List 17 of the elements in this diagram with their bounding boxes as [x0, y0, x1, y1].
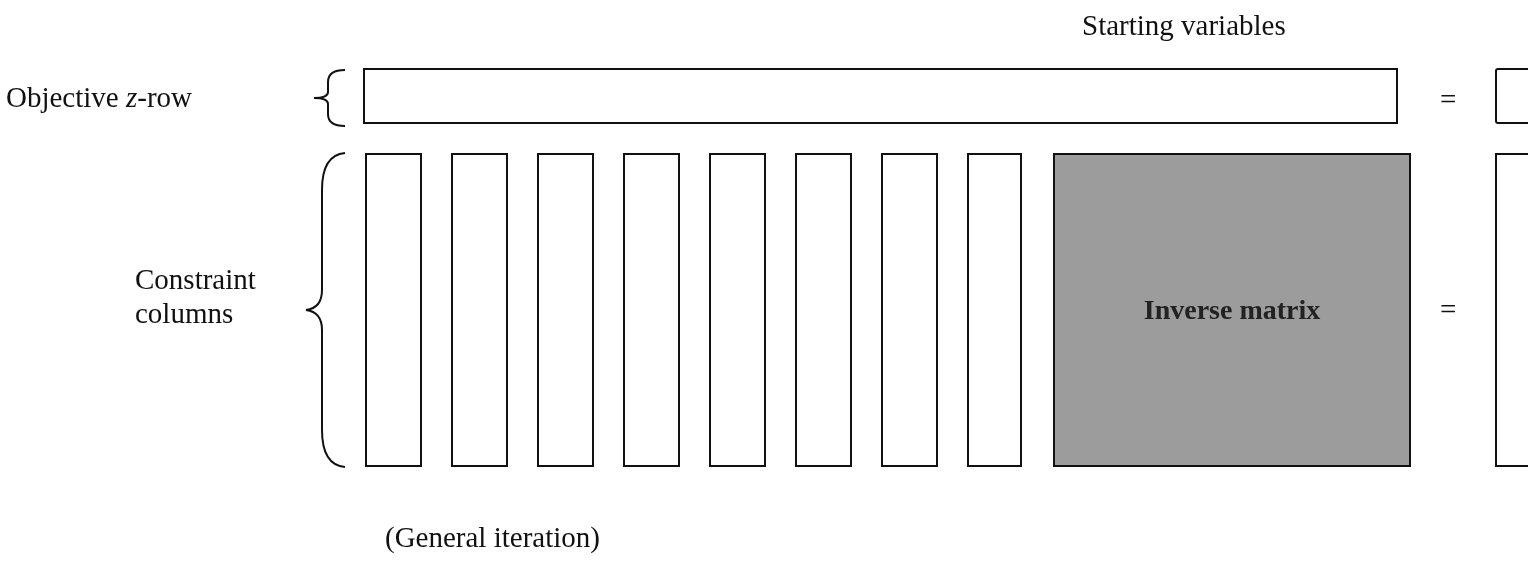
equals-sign: = [1440, 82, 1457, 116]
block-label: Inverse matrix [1143, 294, 1321, 326]
column-box [451, 153, 508, 467]
matrix-block [1053, 153, 1411, 467]
caption: (General iteration) [385, 520, 600, 554]
column-box [709, 153, 766, 467]
column-box [881, 153, 938, 467]
column-box [623, 153, 680, 467]
row-box [363, 68, 1398, 124]
column-box [365, 153, 422, 467]
row-label: Objective z-row [6, 80, 193, 114]
equals-sign: = [1440, 292, 1457, 326]
column-heading: Starting variables [1082, 8, 1286, 42]
row-label: Constraint columns [135, 262, 257, 330]
column-box [967, 153, 1022, 467]
column-box [795, 153, 852, 467]
column-box [537, 153, 594, 467]
